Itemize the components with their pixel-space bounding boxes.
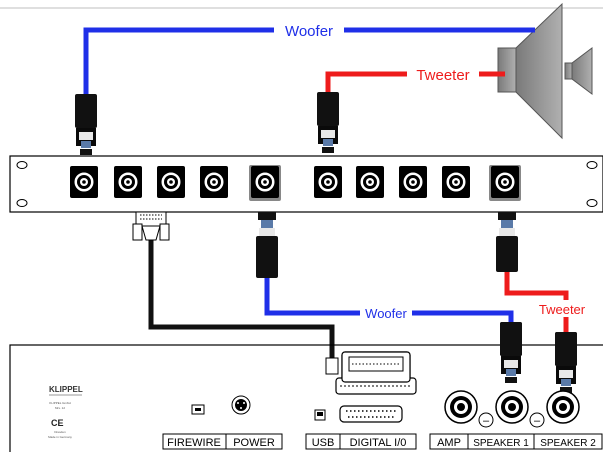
minus-sign-2: – (529, 412, 545, 428)
tweeter-label-top-group: Tweeter (407, 65, 479, 84)
power-socket-icon (231, 395, 251, 415)
speakon-connector-icon (75, 94, 97, 155)
bnc-jack-icon (156, 165, 186, 199)
tweeter-loudspeaker-icon (564, 47, 593, 95)
bnc-jack-icon (441, 165, 471, 199)
db25-socket-icon (339, 405, 403, 423)
bnc-jack-icon (199, 165, 229, 199)
woofer-cable-top (83, 27, 535, 94)
fine-print-line-1: KLIPPEL GmbH (49, 401, 71, 405)
bnc-jack-icon (69, 165, 99, 199)
label-digital-io: DIGITAL I/0 (350, 437, 407, 449)
usb-port-icon (314, 409, 326, 421)
port-labels: FIREWIRE POWER USB DIGITAL I/0 AMP SPEAK… (162, 433, 603, 450)
label-speaker2: SPEAKER 2 (540, 438, 596, 449)
bnc-jack-icon (490, 165, 520, 199)
label-amp: AMP (437, 437, 461, 449)
signal-cable (148, 240, 335, 362)
amp-jack-icon (444, 390, 478, 424)
bnc-jack-icon (250, 165, 280, 199)
svg-text:–: – (483, 415, 490, 427)
woofer-label-top-group: Woofer (274, 21, 344, 40)
bnc-jack-icon (113, 165, 143, 199)
fine-print-line-2: Mrs. 12 (55, 406, 65, 410)
tweeter-label-bottom-group: Tweeter (531, 300, 593, 317)
minus-sign-1: – (478, 412, 494, 428)
tweeter-label-top: Tweeter (416, 67, 469, 84)
woofer-label-bottom-group: Woofer (360, 305, 412, 321)
woofer-loudspeaker-icon (497, 2, 563, 140)
firewire-port-icon (191, 404, 205, 415)
label-power: POWER (233, 437, 275, 449)
speakon-connector-icon (317, 92, 339, 153)
speaker2-jack-icon (546, 390, 580, 424)
tweeter-label-bottom: Tweeter (539, 302, 586, 317)
bnc-jack-icon (355, 165, 385, 199)
speaker1-jack-icon (495, 390, 529, 424)
woofer-label-bottom: Woofer (365, 306, 407, 321)
fine-print-line-3: Dresden (54, 430, 66, 434)
woofer-label-top: Woofer (285, 23, 333, 40)
bnc-jack-icon (313, 165, 343, 199)
speakon-connector-body (496, 244, 518, 272)
svg-text:–: – (534, 415, 541, 427)
label-speaker1: SPEAKER 1 (473, 438, 529, 449)
brand-logo: KLIPPEL (49, 385, 83, 394)
speakon-connector-body (256, 244, 278, 278)
ce-mark-icon: CE (51, 418, 64, 428)
db25-connector-icon (132, 211, 170, 241)
bnc-jack-icon (398, 165, 428, 199)
label-firewire: FIREWIRE (167, 437, 221, 449)
label-usb: USB (312, 437, 335, 449)
klippel-device-panel (9, 344, 603, 452)
patch-panel (9, 155, 603, 213)
fine-print-line-4: Made in Germany (48, 435, 72, 439)
